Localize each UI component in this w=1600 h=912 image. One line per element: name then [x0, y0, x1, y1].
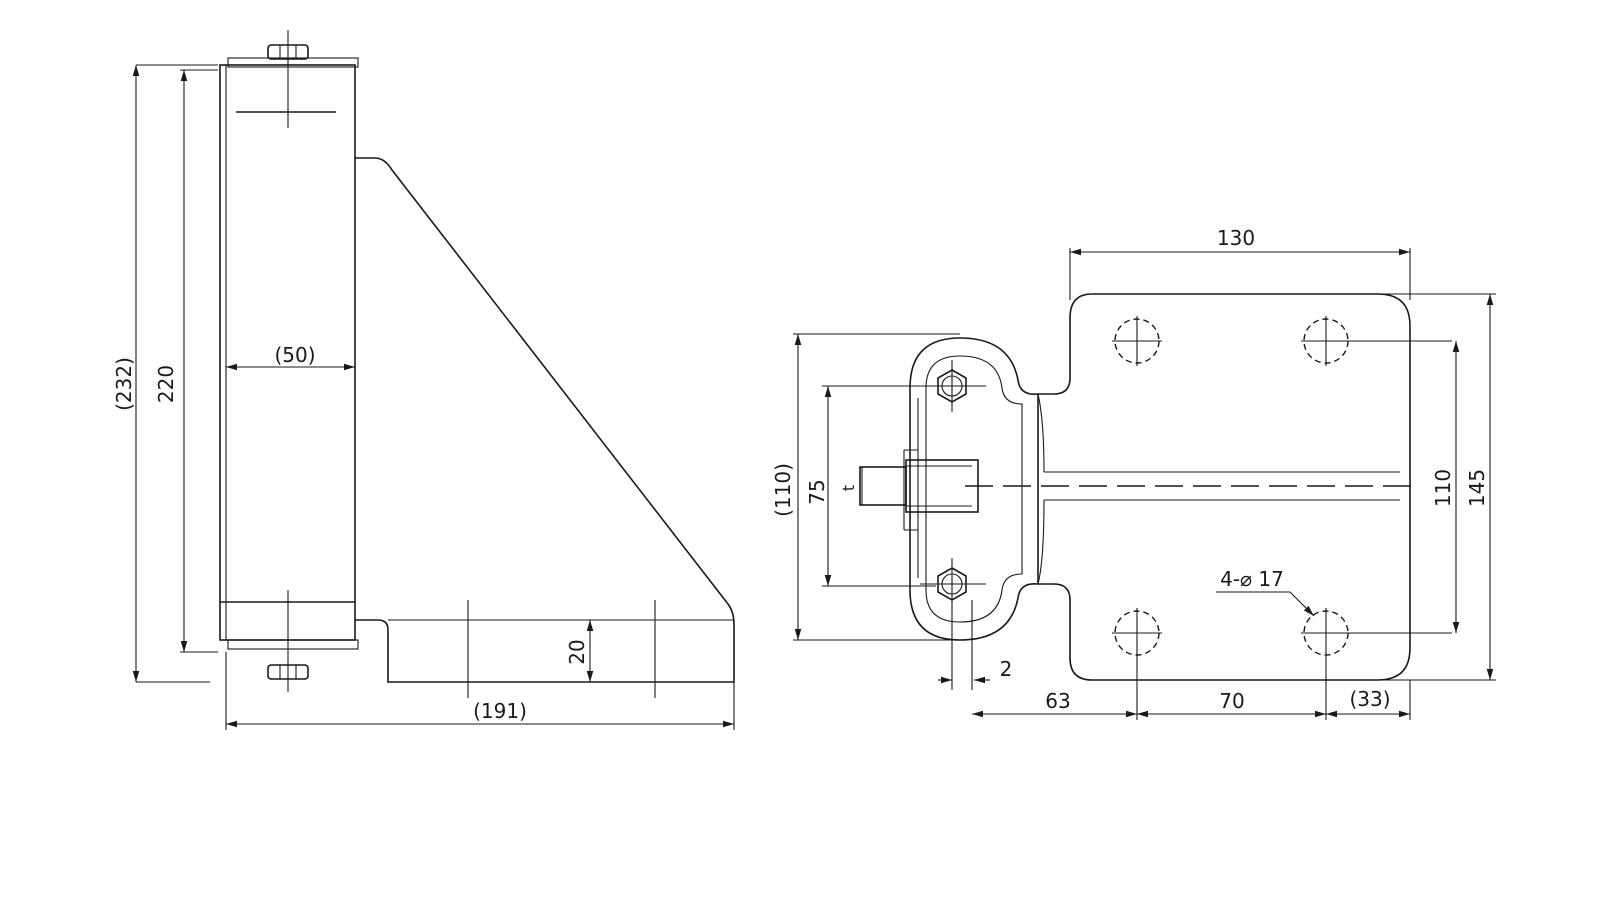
plate-hole-bottom-right — [1301, 608, 1452, 720]
dim-overall-height-label: (110) — [771, 463, 795, 517]
dim-thickness-label: t — [839, 485, 858, 491]
hole-callout: 4-⌀ 17 — [1216, 567, 1315, 617]
front-view: 130 (110) 75 t 110 — [771, 226, 1496, 720]
dim-gap: 2 — [938, 600, 1012, 690]
dim-gap-label: 2 — [1000, 657, 1013, 681]
side-view: (232) 220 (50) 20 (191) — [112, 30, 735, 730]
dim-width-label: (50) — [274, 343, 315, 367]
gusset-plate — [355, 157, 735, 683]
dim-base-thickness-label: 20 — [565, 639, 589, 664]
dim-hole-spacing-vertical-label: 110 — [1431, 469, 1455, 507]
plate-hole-bottom-left — [1112, 608, 1162, 720]
dim-offset-label: 63 — [1045, 689, 1070, 713]
top-bolt — [236, 30, 336, 128]
dim-hole-spacing-horizontal-label: 70 — [1219, 689, 1244, 713]
dim-overall-height-label: (232) — [112, 357, 136, 411]
dim-overall-height: (232) — [112, 64, 218, 683]
dim-height: 220 — [154, 69, 218, 653]
dim-height-label: 220 — [154, 365, 178, 403]
dim-bolt-spacing-label: 75 — [805, 479, 829, 504]
dim-plate-height-label: 145 — [1465, 469, 1489, 507]
hinge-head-outer — [909, 337, 1039, 641]
upper-hinge-bolt — [920, 360, 986, 412]
dim-plate-height: 145 — [1380, 293, 1496, 681]
dim-thickness: t — [839, 467, 863, 505]
mounting-plate — [1038, 293, 1411, 681]
dim-bottom-chain: 63 70 (33) — [972, 680, 1411, 720]
dim-overall-height: (110) — [771, 333, 960, 641]
hole-callout-label: 4-⌀ 17 — [1220, 567, 1284, 591]
dim-overall-length-label: (191) — [473, 699, 527, 723]
hinge-head-inner — [925, 355, 1023, 623]
dim-plate-width: 130 — [1069, 226, 1411, 300]
plate-hole-top-left — [1112, 316, 1162, 366]
dim-edge-label: (33) — [1349, 687, 1390, 711]
dim-overall-length: (191) — [225, 652, 735, 730]
dim-width: (50) — [226, 343, 355, 371]
bottom-bolt — [267, 590, 309, 692]
dim-base-thickness: 20 — [565, 620, 594, 682]
lower-hinge-bolt — [920, 558, 986, 690]
plate-hole-top-right — [1301, 316, 1452, 366]
dim-plate-width-label: 130 — [1217, 226, 1255, 250]
dim-hole-spacing-vertical: 110 — [1431, 341, 1460, 633]
hinge-pin — [859, 466, 907, 506]
side-view-body — [219, 30, 359, 692]
dim-bolt-spacing: 75 — [805, 385, 936, 587]
